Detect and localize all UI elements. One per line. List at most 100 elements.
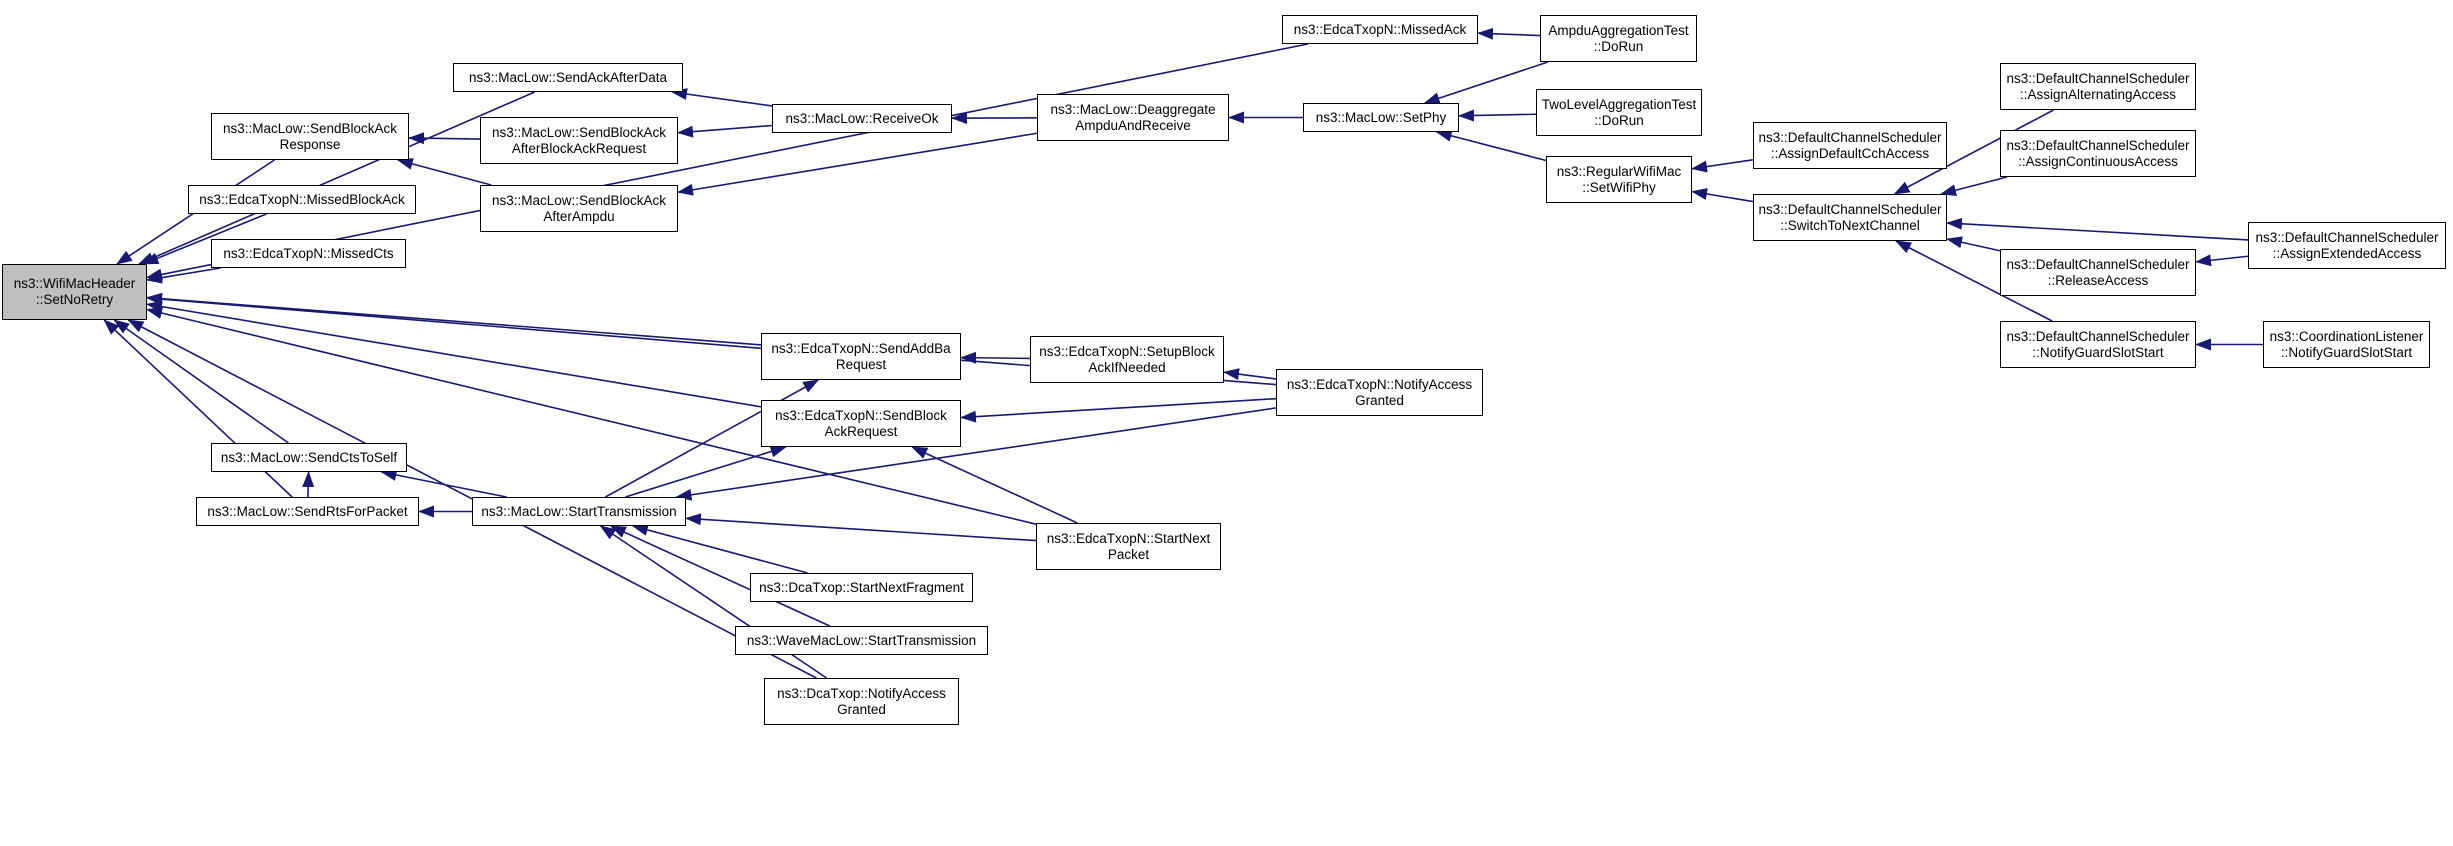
edge-missedCts-to-root [146,267,221,284]
node-edcatxopn-missedblockack[interactable]: ns3::EdcaTxopN::MissedBlockAck [188,185,416,214]
node-maclow-sendrtsforpacket[interactable]: ns3::MacLow::SendRtsForPacket [196,497,419,526]
edge-startTransmission-to-sendBlockAckRequest [625,445,787,498]
node-label-line2: ::NotifyGuardSlotStart [2032,344,2164,360]
node-ampduaggregationtest-dorun[interactable]: AmpduAggregationTest ::DoRun [1540,15,1697,62]
node-label-line1: ns3::EdcaTxopN::MissedCts [223,245,394,261]
node-label-line2: Granted [1355,392,1404,408]
node-maclow-setphy[interactable]: ns3::MacLow::SetPhy [1303,103,1459,132]
edge-receiveOk-to-sendBlockAckAfterBAR [677,124,773,138]
node-label-line1: ns3::DefaultChannelScheduler [2255,229,2439,245]
edge-waveStartTransmission-to-startTransmission [609,525,831,627]
edge-ampduTest-to-missedAck [1477,27,1541,40]
node-label-line2: Response [279,136,341,152]
node-label-line1: ns3::DcaTxop::NotifyAccess [777,685,946,701]
edge-startTransmission-to-sendCtsToSelf [380,469,507,498]
node-edcatxopn-missedcts[interactable]: ns3::EdcaTxopN::MissedCts [211,239,406,268]
node-label-line2: AfterAmpdu [543,208,615,224]
node-label-line1: ns3::MacLow::SendBlockAck [491,124,667,140]
node-dcatxop-notifyaccessgranted[interactable]: ns3::DcaTxop::NotifyAccess Granted [764,678,959,725]
node-label-line1: ns3::EdcaTxopN::NotifyAccess [1286,376,1473,392]
node-edcatxopn-sendaddbarequest[interactable]: ns3::EdcaTxopN::SendAddBa Request [761,333,961,380]
node-defaultchannelscheduler-assigncontinuousaccess[interactable]: ns3::DefaultChannelScheduler ::AssignCon… [2000,130,2196,177]
edge-setupBlockAck-to-sendAddBa [960,351,1031,364]
edge-notifyGuardSlot-to-switchToNext [1894,240,2053,322]
node-label-line1: ns3::RegularWifiMac [1556,163,1682,179]
node-regularwifimac-setwifiphy[interactable]: ns3::RegularWifiMac ::SetWifiPhy [1546,156,1692,203]
node-edcatxopn-notifyaccessgranted[interactable]: ns3::EdcaTxopN::NotifyAccess Granted [1276,369,1483,416]
node-defaultchannelscheduler-releaseaccess[interactable]: ns3::DefaultChannelScheduler ::ReleaseAc… [2000,249,2196,296]
node-label-line1: ns3::DefaultChannelScheduler [2006,70,2190,86]
node-label-line1: ns3::DefaultChannelScheduler [2006,328,2190,344]
node-label-line1: ns3::MacLow::Deaggregate [1050,101,1216,117]
node-wifimacheader-setnoretry[interactable]: ns3::WifiMacHeader ::SetNoRetry [2,264,147,320]
edge-notifyAccessGranted-to-startTransmission [675,407,1277,501]
node-label-line1: ns3::EdcaTxopN::StartNext [1046,530,1211,546]
node-edcatxopn-sendblockackrequest[interactable]: ns3::EdcaTxopN::SendBlock AckRequest [761,400,961,447]
node-label-line2: ::SwitchToNextChannel [1780,217,1920,233]
edge-assignExtended-to-releaseAccess [2195,254,2249,267]
node-label-line1: ns3::MacLow::SendCtsToSelf [220,449,398,465]
node-label-line1: ns3::CoordinationListener [2269,328,2424,344]
edge-regularWifiMac-to-setPhy [1435,129,1547,162]
node-defaultchannelscheduler-switchtonextchannel[interactable]: ns3::DefaultChannelScheduler ::SwitchToN… [1753,194,1947,241]
node-label-line2: ::SetWifiPhy [1582,179,1656,195]
node-label-line1: ns3::MacLow::StartTransmission [481,503,677,519]
edge-sendRtsForPacket-to-sendCtsToSelf [302,471,315,498]
node-label-line1: ns3::EdcaTxopN::MissedAck [1293,21,1467,37]
node-maclow-sendctstoself[interactable]: ns3::MacLow::SendCtsToSelf [211,443,407,472]
node-label-line2: AmpduAndReceive [1075,117,1191,133]
node-twolevelaggregationtest-dorun[interactable]: TwoLevelAggregationTest ::DoRun [1536,89,1702,136]
node-defaultchannelscheduler-assigndefaultcchaccess[interactable]: ns3::DefaultChannelScheduler ::AssignDef… [1753,122,1947,169]
node-label-line2: ::AssignDefaultCchAccess [1770,145,1930,161]
node-label-line1: ns3::MacLow::SendBlockAck [222,120,398,136]
node-label-line2: AfterBlockAckRequest [511,140,647,156]
node-maclow-sendblockackafterblockackrequest[interactable]: ns3::MacLow::SendBlockAck AfterBlockAckR… [480,117,678,164]
node-edcatxopn-startnextpacket[interactable]: ns3::EdcaTxopN::StartNext Packet [1036,523,1221,570]
edge-notifyAccessGranted-to-setupBlockAck [1223,368,1277,381]
node-label-line1: ns3::MacLow::ReceiveOk [785,110,939,126]
node-label-line2: ::AssignContinuousAccess [2018,153,2178,169]
node-wavemaclow-starttransmission[interactable]: ns3::WaveMacLow::StartTransmission [735,626,988,655]
node-label-line2: Request [835,356,887,372]
node-coordinationlistener-notifyguardslotstart[interactable]: ns3::CoordinationListener ::NotifyGuardS… [2263,321,2430,368]
edge-switchToNext-to-regularWifiMac [1691,188,1754,203]
node-dcatxop-startnextfragment[interactable]: ns3::DcaTxop::StartNextFragment [750,573,973,602]
node-edcatxopn-missedack[interactable]: ns3::EdcaTxopN::MissedAck [1282,15,1478,44]
node-maclow-sendackafterdata[interactable]: ns3::MacLow::SendAckAfterData [453,63,683,92]
node-label-line1: ns3::EdcaTxopN::MissedBlockAck [199,191,405,207]
node-label-line2: AckRequest [824,423,898,439]
node-defaultchannelscheduler-notifyguardslotstart[interactable]: ns3::DefaultChannelScheduler ::NotifyGua… [2000,321,2196,368]
edge-assignExtended-to-switchToNext [1946,217,2249,241]
edge-twoLevelTest-to-setPhy [1458,109,1537,122]
node-label-line1: ns3::MacLow::SendAckAfterData [468,69,668,85]
node-maclow-sendblockackresponse[interactable]: ns3::MacLow::SendBlockAck Response [211,113,409,160]
edge-deaggregate-to-sendBlockAckAfterAmpdu [677,132,1038,196]
edge-sendAckAfterData-to-root [138,91,535,265]
node-maclow-starttransmission[interactable]: ns3::MacLow::StartTransmission [472,497,686,526]
edge-startNextPacket-to-sendBlockAckRequest [911,446,1078,524]
node-maclow-sendblockackafterampdu[interactable]: ns3::MacLow::SendBlockAck AfterAmpdu [480,185,678,232]
edge-releaseAccess-to-switchToNext [1946,236,2001,252]
edge-startTransmission-to-sendAddBa [604,379,820,498]
node-label-line1: ns3::DefaultChannelScheduler [1758,129,1942,145]
node-defaultchannelscheduler-assignalternatingaccess[interactable]: ns3::DefaultChannelScheduler ::AssignAlt… [2000,63,2196,110]
edge-notifyAccessGranted-to-sendBlockAckRequest [960,397,1277,423]
node-maclow-receiveok[interactable]: ns3::MacLow::ReceiveOk [772,104,952,133]
node-label-line1: ns3::EdcaTxopN::SetupBlock [1039,343,1215,359]
node-label-line2: Packet [1107,546,1150,562]
edge-sendBlockAckRequest-to-root [146,300,762,408]
node-label-line2: AckIfNeeded [1088,359,1166,375]
node-label-line1: ns3::MacLow::SetPhy [1315,109,1447,125]
node-edcatxopn-setupblockackifneeded[interactable]: ns3::EdcaTxopN::SetupBlock AckIfNeeded [1030,336,1224,383]
node-label-line1: ns3::DefaultChannelScheduler [1758,201,1942,217]
node-label-line2: Granted [837,701,886,717]
edge-assignAlternating-to-switchToNext [1893,109,2054,195]
node-maclow-deaggregateampduandreceive[interactable]: ns3::MacLow::Deaggregate AmpduAndReceive [1037,94,1229,141]
edge-receiveOk-to-sendAckAfterData [670,88,773,107]
edge-assignDefaultCch-to-regularWifiMac [1691,158,1754,173]
node-label-line1: TwoLevelAggregationTest [1541,96,1697,112]
edge-dcaNotifyAccess-to-startTransmission [599,525,828,679]
node-defaultchannelscheduler-assignextendedaccess[interactable]: ns3::DefaultChannelScheduler ::AssignExt… [2248,222,2446,269]
edge-dcaStartNextFragment-to-startTransmission [631,524,808,574]
